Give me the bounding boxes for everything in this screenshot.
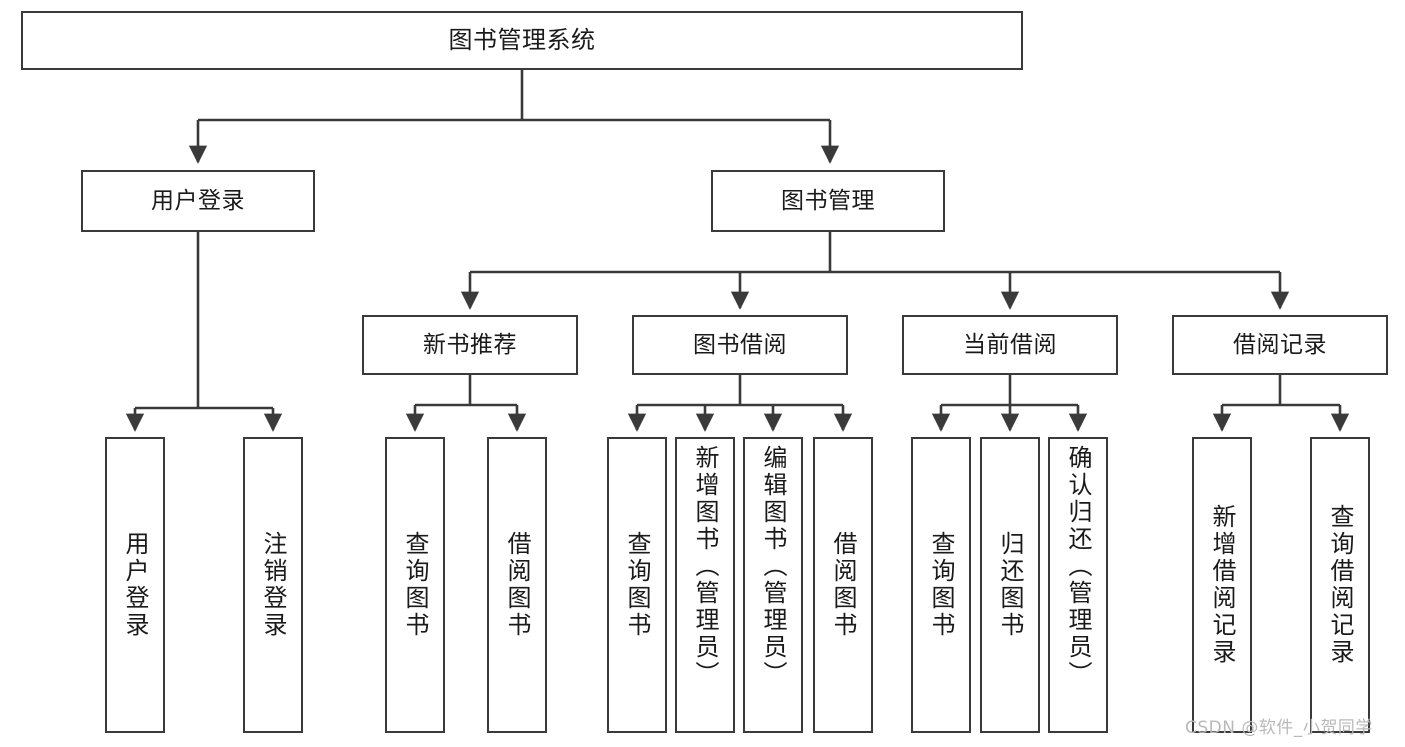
node-borrow-record[interactable]: 借阅记录 [1172,315,1388,375]
node-label: 新增借阅记录 [1208,504,1236,666]
node-label: 新书推荐 [423,331,517,358]
node-current-borrow[interactable]: 当前借阅 [902,315,1118,375]
node-label: 注销登录 [259,531,287,639]
leaf-borrow-query-book[interactable]: 查询图书 [607,437,667,733]
node-label: 借阅记录 [1233,331,1327,358]
node-label: 编辑图书（管理员） [759,445,787,688]
node-new-book-recommend[interactable]: 新书推荐 [362,315,578,375]
node-label: 用户登录 [121,531,149,639]
leaf-current-return-book[interactable]: 归还图书 [980,437,1040,733]
leaf-new-book-borrow[interactable]: 借阅图书 [487,437,547,733]
leaf-borrow-add-book[interactable]: 新增图书（管理员） [675,437,735,733]
leaf-borrow-borrow-book[interactable]: 借阅图书 [813,437,873,733]
node-label: 新增图书（管理员） [691,445,719,688]
node-label: 图书借阅 [693,331,787,358]
node-root-system[interactable]: 图书管理系统 [21,11,1023,70]
node-book-management[interactable]: 图书管理 [711,170,945,232]
leaf-borrow-edit-book[interactable]: 编辑图书（管理员） [743,437,803,733]
node-label: 图书管理 [781,187,875,214]
leaf-record-query-record[interactable]: 查询借阅记录 [1310,437,1370,733]
node-label: 查询图书 [401,531,429,639]
node-label: 归还图书 [996,531,1024,639]
leaf-new-book-query[interactable]: 查询图书 [385,437,445,733]
node-label: 用户登录 [151,187,245,214]
leaf-current-confirm-return[interactable]: 确认归还（管理员） [1048,437,1108,733]
leaf-user-login-login[interactable]: 用户登录 [105,437,165,733]
node-label: 当前借阅 [963,331,1057,358]
node-label: 借阅图书 [503,531,531,639]
csdn-watermark: CSDN @软件_小贺同学 [1185,718,1373,738]
node-user-login[interactable]: 用户登录 [81,170,315,232]
leaf-current-query-book[interactable]: 查询图书 [911,437,971,733]
node-label: 查询图书 [623,531,651,639]
leaf-record-add-record[interactable]: 新增借阅记录 [1192,437,1252,733]
node-label: 借阅图书 [829,531,857,639]
leaf-user-login-logout[interactable]: 注销登录 [243,437,303,733]
node-label: 查询图书 [927,531,955,639]
node-label: 确认归还（管理员） [1064,445,1092,688]
node-label: 图书管理系统 [448,25,596,54]
node-label: 查询借阅记录 [1326,504,1354,666]
node-book-borrow[interactable]: 图书借阅 [632,315,848,375]
